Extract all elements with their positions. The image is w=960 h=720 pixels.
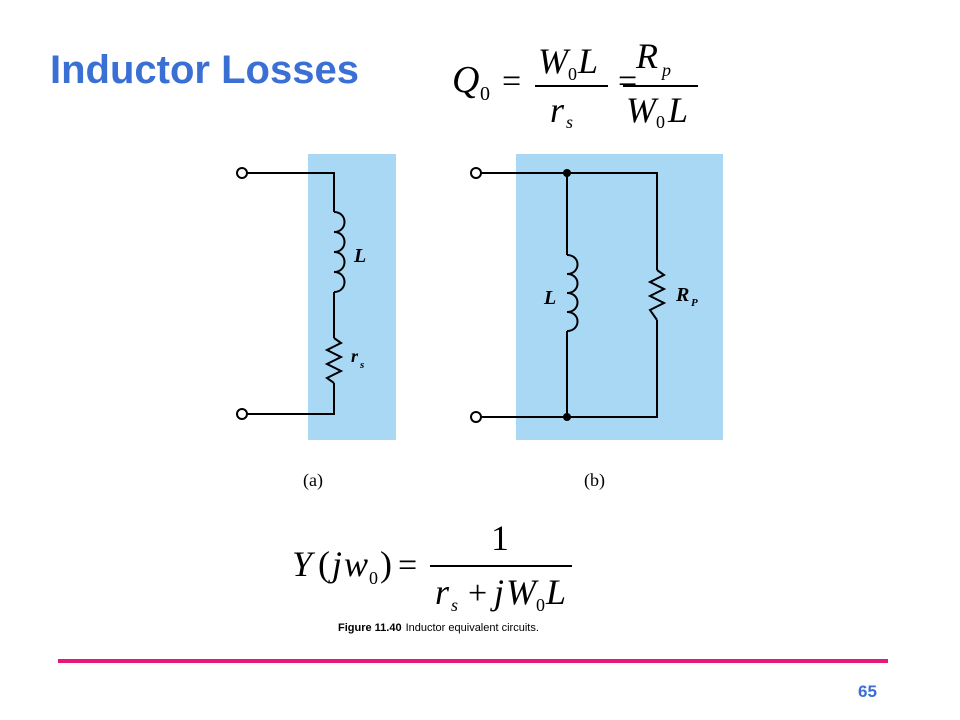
circuit-b-terminal-top bbox=[470, 167, 482, 179]
circuit-b-panel bbox=[516, 154, 723, 440]
circuit-b-terminal-bottom bbox=[470, 411, 482, 423]
eq-q-den2: W bbox=[626, 90, 659, 128]
circuit-a-caption: (a) bbox=[303, 470, 323, 491]
eq-y-den-j: j bbox=[490, 572, 504, 612]
circuit-a-terminal-top bbox=[236, 167, 248, 179]
eq-q-equals-1: = bbox=[502, 63, 521, 100]
eq-q-num2: R bbox=[635, 36, 658, 76]
eq-y-den-w: W bbox=[506, 572, 539, 612]
eq-y-den-l: L bbox=[545, 572, 566, 612]
eq-q-den1: r bbox=[550, 90, 565, 128]
circuit-b-bottom-rail bbox=[481, 320, 658, 418]
page-number: 65 bbox=[858, 682, 877, 701]
eq-y-den-plus: + bbox=[468, 575, 487, 612]
circuit-b-node-bottom bbox=[563, 413, 571, 421]
circuit-b-resistor bbox=[647, 269, 667, 321]
footer-divider bbox=[58, 659, 888, 663]
circuit-a bbox=[236, 167, 346, 420]
circuit-a-resistor bbox=[324, 337, 344, 384]
circuit-a-resistor-label: r bbox=[351, 346, 359, 366]
circuit-a-resistor-sub: s bbox=[359, 359, 364, 371]
eq-q-den1-sub: s bbox=[566, 112, 573, 128]
eq-q-num1-tail: L bbox=[577, 41, 598, 81]
circuit-a-bottom-wire bbox=[247, 383, 335, 415]
slide-title: Inductor Losses bbox=[50, 48, 359, 92]
circuit-b bbox=[470, 167, 667, 423]
eq-y-arg-j: j bbox=[328, 544, 342, 584]
eq-y-arg-w: w bbox=[344, 544, 368, 584]
eq-q-den2-tail: L bbox=[667, 90, 688, 128]
eq-y-numerator: 1 bbox=[491, 518, 509, 558]
eq-y-den-r-sub: s bbox=[451, 595, 458, 614]
circuit-b-caption: (b) bbox=[584, 470, 605, 491]
eq-y-open-paren: ( bbox=[318, 544, 330, 584]
circuit-b-resistor-sub: P bbox=[691, 297, 698, 309]
circuit-a-terminal-bottom bbox=[236, 408, 248, 420]
admittance-equation: Y ( j w 0 ) = 1 r s + j W 0 L bbox=[288, 514, 588, 619]
eq-y-close-paren: ) bbox=[380, 544, 392, 584]
eq-q-lhs: Q bbox=[452, 59, 479, 101]
circuit-b-inductor-label: L bbox=[543, 287, 556, 309]
circuit-b-node-top bbox=[563, 169, 571, 177]
figure-caption-text: Inductor equivalent circuits. bbox=[405, 622, 539, 634]
circuit-b-inductor bbox=[566, 254, 579, 332]
circuit-a-inductor-label: L bbox=[353, 245, 366, 267]
circuit-a-panel bbox=[308, 154, 396, 440]
eq-q-num1-sub: 0 bbox=[568, 64, 577, 84]
circuit-b-top-rail bbox=[481, 172, 658, 270]
circuit-a-top-wire bbox=[247, 172, 335, 212]
eq-y-lhs: Y bbox=[292, 544, 316, 584]
eq-y-den-r: r bbox=[435, 572, 450, 612]
eq-y-den-w-sub: 0 bbox=[536, 595, 545, 614]
figure-caption-label: Figure 11.40 bbox=[338, 622, 402, 634]
eq-y-equals: = bbox=[398, 547, 417, 584]
eq-q-lhs-sub: 0 bbox=[480, 83, 490, 105]
eq-y-arg-sub: 0 bbox=[369, 568, 378, 588]
eq-q-den2-sub: 0 bbox=[656, 112, 665, 128]
q-factor-equation: Q 0 = W 0 L r s = R p W 0 L bbox=[440, 28, 700, 133]
eq-q-num2-sub: p bbox=[660, 60, 671, 80]
circuit-a-inductor bbox=[333, 211, 346, 293]
eq-q-num1: W bbox=[538, 41, 571, 81]
eq-q-equals-2: = bbox=[618, 63, 637, 100]
circuit-b-resistor-label: R bbox=[675, 284, 689, 306]
